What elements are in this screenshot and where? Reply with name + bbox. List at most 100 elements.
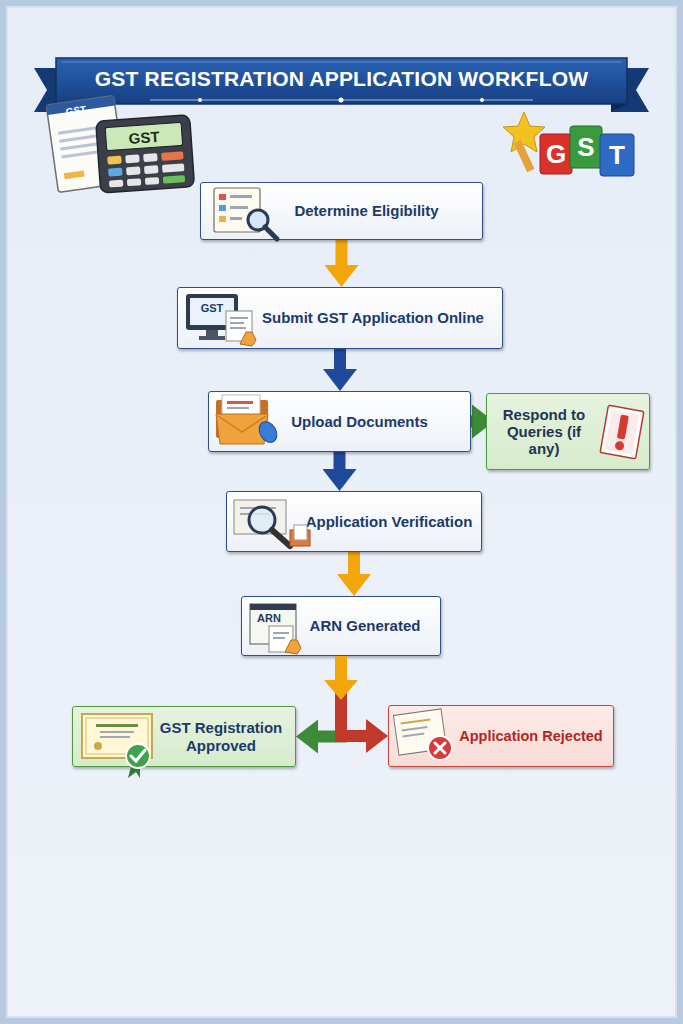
title-banner-part [480, 98, 484, 102]
calculator-icon-part [96, 115, 195, 193]
arn-document-icon-part [269, 626, 293, 652]
node-label: Upload Documents [291, 413, 428, 430]
node-body: Application Rejected [389, 706, 613, 766]
upload-folder-icon-part [222, 395, 260, 423]
certificate-icon-part [128, 762, 140, 778]
block-letter: S [570, 126, 602, 168]
diagram-title: GST REGISTRATION APPLICATION WORKFLOW [56, 60, 627, 98]
computer-icon-part [230, 317, 248, 319]
upload-folder-icon-part [227, 407, 249, 409]
calculator-icon-part [163, 175, 185, 184]
upload-folder-icon-part [227, 401, 253, 404]
title-banner-part [339, 98, 344, 103]
calculator-icon-part [126, 166, 141, 175]
process-box: Submit GST Application Online [177, 287, 503, 349]
clipboard-icon-part [60, 141, 108, 151]
clipboard-icon-part [64, 171, 85, 180]
query-box: Respond to Queries (if any) [486, 393, 650, 470]
node-label: Determine Eligibility [294, 202, 438, 219]
calculator-icon-part [125, 154, 140, 163]
clipboard-icon [46, 96, 126, 193]
page-frame-part [7, 7, 676, 1017]
certificate-icon-part [100, 731, 134, 733]
arn-document-icon-part [250, 604, 296, 610]
query-alert-icon-part [605, 410, 640, 454]
eligibility-icon-part [230, 195, 252, 198]
title-banner-part [62, 62, 621, 63]
rejected-document-icon-part [435, 743, 445, 753]
eligibility-icon-part [265, 227, 277, 239]
title-banner-part [611, 104, 627, 112]
rejected-document-icon-part [401, 726, 427, 732]
computer-icon-part [226, 311, 252, 341]
computer-icon-part [186, 294, 238, 330]
block-letter: T [600, 134, 634, 176]
rejected-document-icon-part [435, 743, 445, 753]
clipboard-icon-part [61, 151, 97, 159]
calculator-icon-part [143, 153, 158, 162]
rejected-box: Application Rejected [388, 705, 614, 767]
node-body: GST Registration Approved [73, 707, 295, 766]
node-body: Submit GST Application Online [178, 288, 502, 348]
computer-icon-part [190, 298, 234, 325]
verification-icon-part [240, 507, 276, 509]
process-box: ARN Generated [241, 596, 441, 656]
query-alert-icon-part [600, 405, 644, 459]
calculator-icon-part [144, 165, 159, 174]
verification-icon-part [249, 507, 275, 533]
clipboard-icon-part [59, 134, 103, 143]
eligibility-icon-part [230, 217, 242, 220]
flow-arrow [336, 240, 348, 265]
rejected-document-icon [393, 709, 452, 760]
approved-box: GST Registration Approved [72, 706, 296, 767]
node-label: Application Rejected [459, 728, 602, 745]
node-body: Application Verification [227, 492, 481, 551]
clipboard-icon-part [46, 96, 115, 115]
split-arrow-stub-part [335, 656, 347, 680]
query-alert-icon-part [614, 441, 624, 451]
verification-icon-part [294, 525, 307, 540]
verification-icon-part [234, 500, 286, 534]
computer-icon-part [199, 336, 225, 340]
calculator-icon-part [162, 163, 185, 173]
verification-icon-part [290, 530, 310, 546]
gst-blocks-icon-part [503, 112, 545, 152]
gst-blocks-icon-part [514, 140, 535, 172]
icon-label: GST [55, 101, 97, 120]
node-label: Application Verification [306, 513, 473, 530]
flow-arrow [334, 452, 346, 469]
upload-folder-icon-part [256, 418, 281, 445]
eligibility-icon-part [219, 216, 226, 222]
process-box: Application Verification [226, 491, 482, 552]
calculator-icon-part [108, 168, 123, 177]
certificate-icon-part [82, 714, 152, 758]
flow-arrow [471, 416, 472, 428]
computer-icon-part [240, 332, 256, 346]
split-arrow-stub [324, 656, 358, 700]
flow-arrow [334, 349, 346, 369]
flow-arrow [348, 552, 360, 574]
node-label: Submit GST Application Online [262, 309, 484, 326]
query-alert-icon-part [617, 415, 629, 440]
arn-document-icon-part [273, 637, 285, 639]
upload-folder-icon-part [216, 400, 268, 438]
verification-icon [234, 500, 310, 546]
rejected-document-icon-part [393, 709, 446, 755]
upload-folder-icon-part [218, 416, 266, 432]
title-banner-part [56, 58, 627, 104]
title-banner-part [198, 98, 202, 102]
node-label: Respond to Queries (if any) [493, 406, 595, 458]
title-banner-part [56, 104, 72, 112]
certificate-icon-part [126, 744, 150, 768]
upload-folder-icon [216, 395, 280, 446]
eligibility-icon [214, 188, 277, 239]
calculator-icon-part [145, 177, 159, 185]
node-body: Determine Eligibility [201, 183, 482, 239]
node-body: ARN Generated [242, 597, 440, 655]
computer-icon-part [206, 330, 218, 336]
certificate-icon-part [100, 736, 130, 738]
split-arrow-stub-part [324, 680, 358, 700]
